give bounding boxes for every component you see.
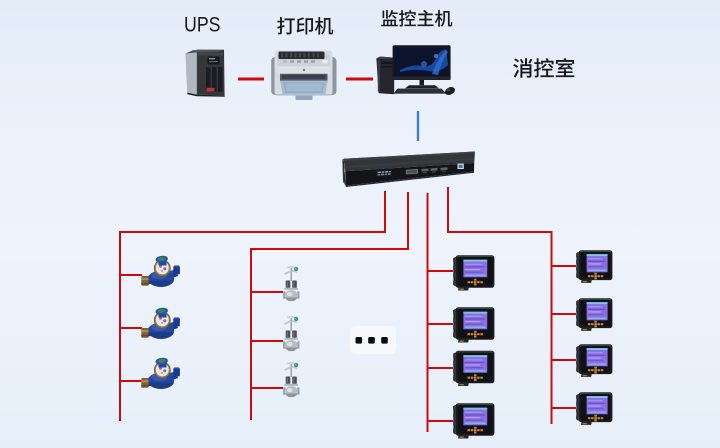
svg-text:UPS: UPS	[184, 14, 221, 37]
